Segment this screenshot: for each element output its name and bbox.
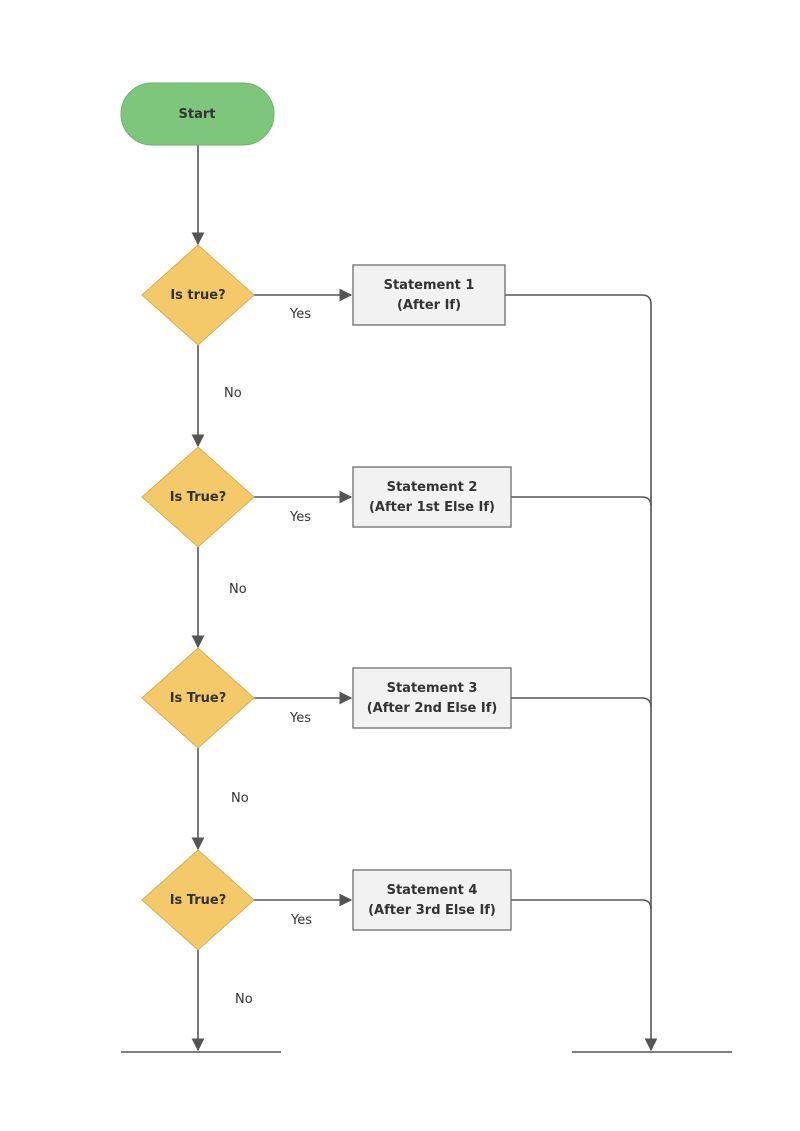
connector-statement-4-out	[511, 899, 652, 910]
no-label-2: No	[229, 582, 247, 597]
statement-3: Statement 3 (After 2nd Else If)	[352, 667, 512, 729]
statement-4-subtitle: (After 3rd Else If)	[368, 903, 496, 918]
decision-4-shape	[141, 849, 255, 951]
statement-3-title: Statement 3	[387, 681, 478, 696]
yes-label-2: Yes	[289, 510, 311, 525]
decision-2-label: Is True?	[170, 490, 227, 505]
statement-1-box	[352, 264, 506, 326]
decision-1-shape	[141, 244, 255, 346]
start-node: Start	[120, 82, 275, 146]
decision-2: Is True?	[141, 446, 255, 548]
statement-2: Statement 2 (After 1st Else If)	[352, 466, 512, 528]
decision-3: Is True?	[141, 647, 255, 749]
connectors	[121, 145, 732, 1053]
decision-3-shape	[141, 647, 255, 749]
statement-1-title: Statement 1	[384, 278, 475, 293]
no-label-1: No	[224, 386, 242, 401]
no-label-3: No	[231, 791, 249, 806]
yes-label-3: Yes	[289, 711, 311, 726]
decision-1: Is true?	[141, 244, 255, 346]
statement-4-box	[352, 869, 512, 931]
decision-3-label: Is True?	[170, 691, 227, 706]
statement-3-subtitle: (After 2nd Else If)	[367, 701, 498, 716]
statement-3-box	[352, 667, 512, 729]
statement-4: Statement 4 (After 3rd Else If)	[352, 869, 512, 931]
decision-2-shape	[141, 446, 255, 548]
decision-4: Is True?	[141, 849, 255, 951]
connector-statement-2-out	[511, 496, 652, 507]
statement-2-subtitle: (After 1st Else If)	[369, 500, 495, 515]
statement-4-title: Statement 4	[387, 883, 478, 898]
no-label-4: No	[235, 992, 253, 1007]
statement-1: Statement 1 (After If)	[352, 264, 506, 326]
start-label: Start	[179, 107, 216, 122]
statement-2-title: Statement 2	[387, 480, 478, 495]
yes-label-4: Yes	[290, 913, 312, 928]
start-terminal-shape	[120, 82, 275, 146]
decision-4-label: Is True?	[170, 893, 227, 908]
connector-statement-1-out	[505, 294, 652, 305]
connector-statement-3-out	[511, 697, 652, 708]
statement-1-subtitle: (After If)	[397, 298, 461, 313]
yes-label-1: Yes	[289, 307, 311, 322]
decision-1-label: Is true?	[170, 288, 225, 303]
statement-2-box	[352, 466, 512, 528]
